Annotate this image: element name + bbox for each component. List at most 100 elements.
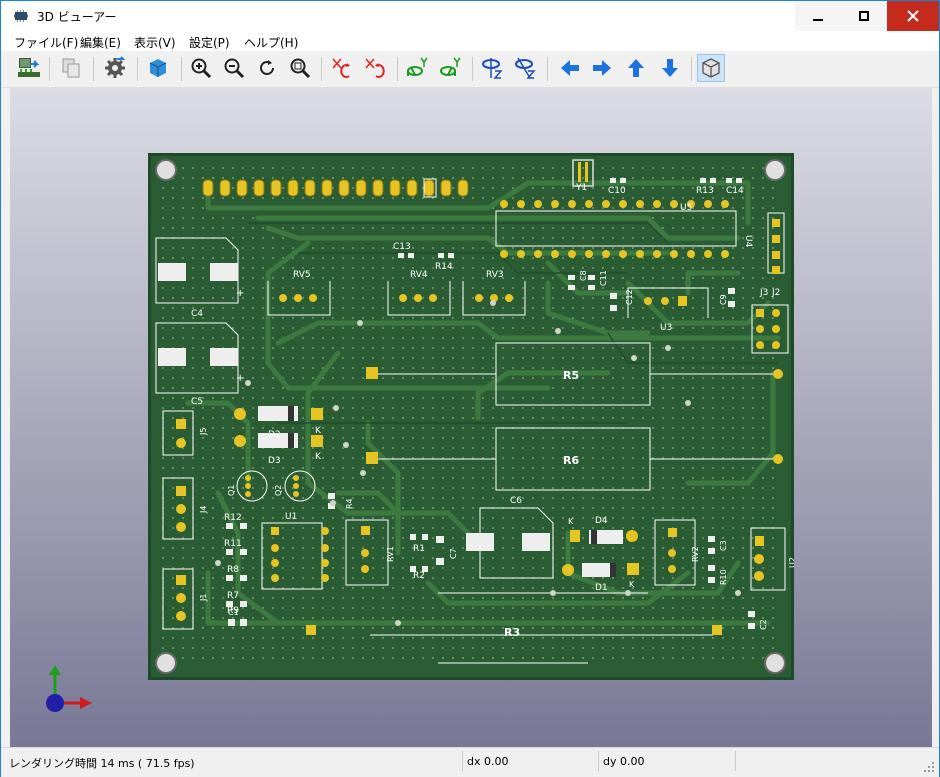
label-q2: Q2 bbox=[274, 485, 283, 496]
rotate-x-cw-button[interactable] bbox=[328, 54, 356, 82]
rotate-z-cw-button[interactable] bbox=[479, 54, 507, 82]
label-rv2: RV2 bbox=[691, 546, 700, 562]
minimize-button[interactable] bbox=[795, 1, 841, 31]
label-c2: C2 bbox=[759, 619, 768, 630]
zoom-fit-icon bbox=[290, 58, 311, 79]
arrow-right-icon bbox=[593, 60, 611, 76]
toolbar-separator bbox=[472, 57, 473, 81]
label-c6: C6 bbox=[510, 496, 522, 506]
label-u2: U2 bbox=[788, 557, 794, 568]
label-k-d2: K bbox=[315, 426, 322, 436]
raytracing-button[interactable] bbox=[144, 54, 172, 82]
toolbar-separator bbox=[49, 57, 50, 81]
menu-view[interactable]: 表示(V) bbox=[134, 36, 176, 50]
status-bar: レンダリング時間 14 ms ( 71.5 fps) dx 0.00 dy 0.… bbox=[1, 747, 939, 777]
label-k-d4: K bbox=[568, 517, 574, 526]
orthographic-toggle-button[interactable] bbox=[697, 54, 725, 82]
minimize-icon bbox=[813, 19, 823, 21]
label-c8: C8 bbox=[579, 270, 588, 281]
rotate-x-ccw-button[interactable] bbox=[361, 54, 389, 82]
app-chip-icon bbox=[14, 10, 28, 22]
zoom-out-button[interactable] bbox=[220, 54, 248, 82]
label-c10: C10 bbox=[608, 186, 626, 196]
move-down-button[interactable] bbox=[656, 54, 684, 82]
menu-bar: ファイル(F) 編集(E) 表示(V) 設定(P) ヘルプ(H) bbox=[1, 31, 939, 51]
reload-board-icon bbox=[18, 58, 40, 77]
copy-icon bbox=[62, 58, 80, 78]
label-j3: J3 bbox=[759, 288, 768, 298]
redraw-button[interactable] bbox=[253, 54, 281, 82]
label-u4: U4 bbox=[743, 235, 753, 248]
label-u3: U3 bbox=[660, 323, 672, 333]
refresh-icon bbox=[260, 60, 274, 75]
reload-board-button[interactable] bbox=[15, 54, 43, 82]
toolbar-separator bbox=[93, 57, 94, 81]
arrow-left-icon bbox=[561, 60, 579, 76]
ortho-cube-icon bbox=[702, 58, 720, 78]
toolbar-separator bbox=[181, 57, 182, 81]
render-time-status: レンダリング時間 14 ms ( 71.5 fps) bbox=[9, 757, 195, 770]
label-r7: R7 bbox=[227, 591, 239, 601]
label-d2: D2 bbox=[268, 430, 281, 440]
label-r14: R14 bbox=[435, 262, 453, 272]
label-c5: C5 bbox=[191, 397, 203, 407]
maximize-icon bbox=[859, 11, 869, 21]
close-button[interactable] bbox=[887, 1, 939, 31]
label-c9: C9 bbox=[719, 294, 728, 305]
menu-edit[interactable]: 編集(E) bbox=[80, 36, 121, 50]
rotate-y-ccw-button[interactable] bbox=[436, 54, 464, 82]
resize-grip-icon[interactable] bbox=[923, 761, 935, 773]
label-c14: C14 bbox=[726, 186, 744, 196]
axes-gizmo bbox=[46, 665, 92, 712]
label-rv4: RV4 bbox=[410, 270, 428, 280]
toolbar-separator bbox=[547, 57, 548, 81]
label-j1: J1 bbox=[199, 594, 208, 602]
zoom-fit-button[interactable] bbox=[286, 54, 314, 82]
move-right-button[interactable] bbox=[588, 54, 616, 82]
close-icon bbox=[907, 10, 919, 22]
rotate-y-cw-button[interactable] bbox=[403, 54, 431, 82]
svg-text:+: + bbox=[236, 373, 244, 384]
label-y1: Y1 bbox=[575, 183, 587, 193]
label-u5: U5 bbox=[680, 203, 692, 213]
viewport-canvas[interactable]: Y1 U5 C10 R13 C14 U4 C13 R14 + bbox=[10, 88, 932, 747]
label-d1: D1 bbox=[595, 583, 608, 593]
menu-settings[interactable]: 設定(P) bbox=[189, 36, 230, 50]
settings-button[interactable] bbox=[101, 54, 129, 82]
move-left-button[interactable] bbox=[556, 54, 584, 82]
maximize-button[interactable] bbox=[841, 1, 887, 31]
status-separator bbox=[735, 751, 736, 771]
label-r2: R2 bbox=[413, 571, 425, 581]
toolbar-separator bbox=[397, 57, 398, 81]
label-r13: R13 bbox=[696, 186, 714, 196]
label-c12: C12 bbox=[625, 289, 634, 305]
move-up-button[interactable] bbox=[622, 54, 650, 82]
title-bar: 3D ビューアー bbox=[1, 1, 939, 31]
rotate-z-cw-icon bbox=[482, 58, 503, 79]
arrow-down-icon bbox=[662, 59, 678, 77]
label-c1: C1 bbox=[228, 608, 239, 617]
label-rv3: RV3 bbox=[486, 270, 504, 280]
menu-help[interactable]: ヘルプ(H) bbox=[244, 36, 299, 50]
zoom-in-icon bbox=[191, 58, 212, 79]
rotate-z-ccw-button[interactable] bbox=[512, 54, 540, 82]
label-r4: R4 bbox=[345, 498, 354, 509]
window-title: 3D ビューアー bbox=[37, 10, 117, 24]
rotate-y-cw-icon bbox=[407, 57, 428, 76]
toolbar-separator bbox=[137, 57, 138, 81]
menu-file[interactable]: ファイル(F) bbox=[14, 36, 79, 50]
label-rv5: RV5 bbox=[293, 270, 311, 280]
label-j4: J4 bbox=[199, 506, 208, 514]
dx-status: dx 0.00 bbox=[467, 755, 509, 768]
dy-status: dy 0.00 bbox=[603, 755, 645, 768]
label-u1: U1 bbox=[285, 512, 297, 522]
cube-icon bbox=[149, 59, 167, 77]
zoom-in-button[interactable] bbox=[187, 54, 215, 82]
label-r11: R11 bbox=[224, 539, 242, 549]
copy-image-button[interactable] bbox=[57, 54, 85, 82]
label-c4: C4 bbox=[191, 309, 203, 319]
gear-icon bbox=[105, 56, 126, 78]
pcb-board: Y1 U5 C10 R13 C14 U4 C13 R14 + bbox=[148, 153, 794, 680]
label-r5: R5 bbox=[563, 369, 579, 382]
